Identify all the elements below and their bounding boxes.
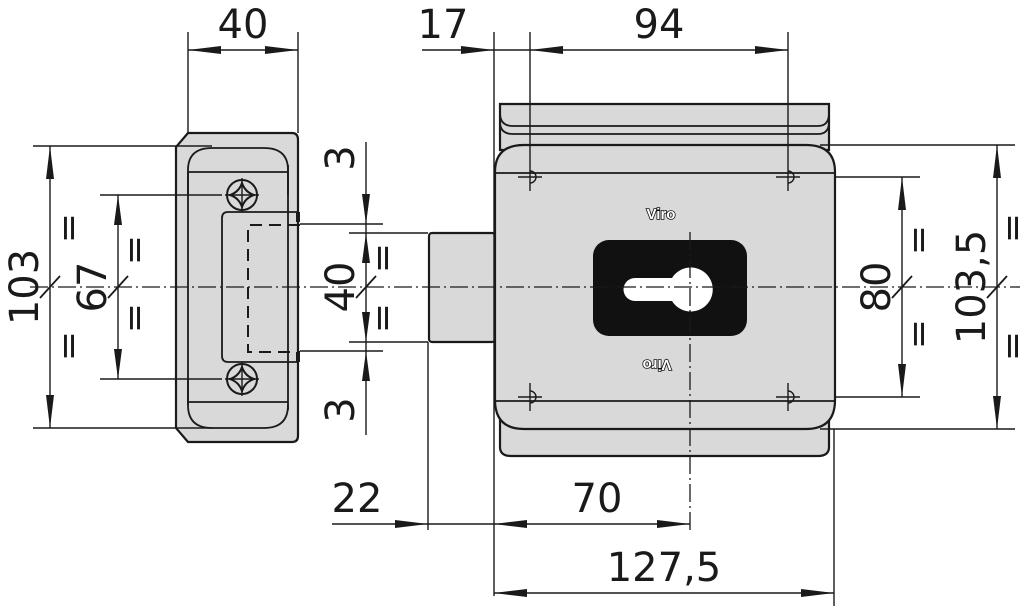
dim-bolt-offset: 17 xyxy=(418,2,469,48)
equal-mark: = xyxy=(898,225,939,255)
equal-mark: = xyxy=(992,213,1024,243)
equal-mark: = xyxy=(898,319,939,349)
screw-hole-icon xyxy=(518,163,542,191)
screw-hole-icon xyxy=(776,163,800,191)
screw-hole-icon xyxy=(776,383,800,411)
dim-backset: 70 xyxy=(572,476,623,522)
equal-mark: = xyxy=(114,303,155,333)
equal-mark: = xyxy=(992,331,1024,361)
equal-mark: = xyxy=(48,331,89,361)
dim-strike-height: 103 xyxy=(2,249,48,325)
strike-screw-bottom-icon xyxy=(225,362,259,396)
dim-screw-spacing-horizontal: 94 xyxy=(634,2,685,48)
dim-bolt-projection: 22 xyxy=(332,476,383,522)
dim-strike-screw-spacing: 67 xyxy=(70,262,116,313)
lock-screw-holes xyxy=(518,163,800,411)
dim-bolt-clearance-bottom: 3 xyxy=(318,397,364,422)
dim-bolt-height: 40 xyxy=(318,262,364,313)
dim-bolt-clearance-top: 3 xyxy=(318,145,364,170)
dim-screw-spacing-vertical: 80 xyxy=(854,262,900,313)
equal-mark: = xyxy=(362,243,403,273)
equal-mark: = xyxy=(48,213,89,243)
equal-mark: = xyxy=(362,303,403,333)
screw-hole-icon xyxy=(518,383,542,411)
keyhole-escutcheon xyxy=(593,240,747,336)
strike-screw-top-icon xyxy=(225,178,259,212)
dimension-lines xyxy=(39,46,1008,597)
dim-lock-width: 127,5 xyxy=(607,545,722,591)
dim-strike-width: 40 xyxy=(218,2,269,48)
equal-marks: = = = = = = = = = = xyxy=(48,213,1024,361)
equal-mark: = xyxy=(114,235,155,265)
extension-lines xyxy=(33,32,1015,606)
dim-lock-height: 103,5 xyxy=(949,230,995,345)
brand-label-bottom: Viro xyxy=(643,356,672,373)
brand-label-top: Viro xyxy=(647,206,676,223)
